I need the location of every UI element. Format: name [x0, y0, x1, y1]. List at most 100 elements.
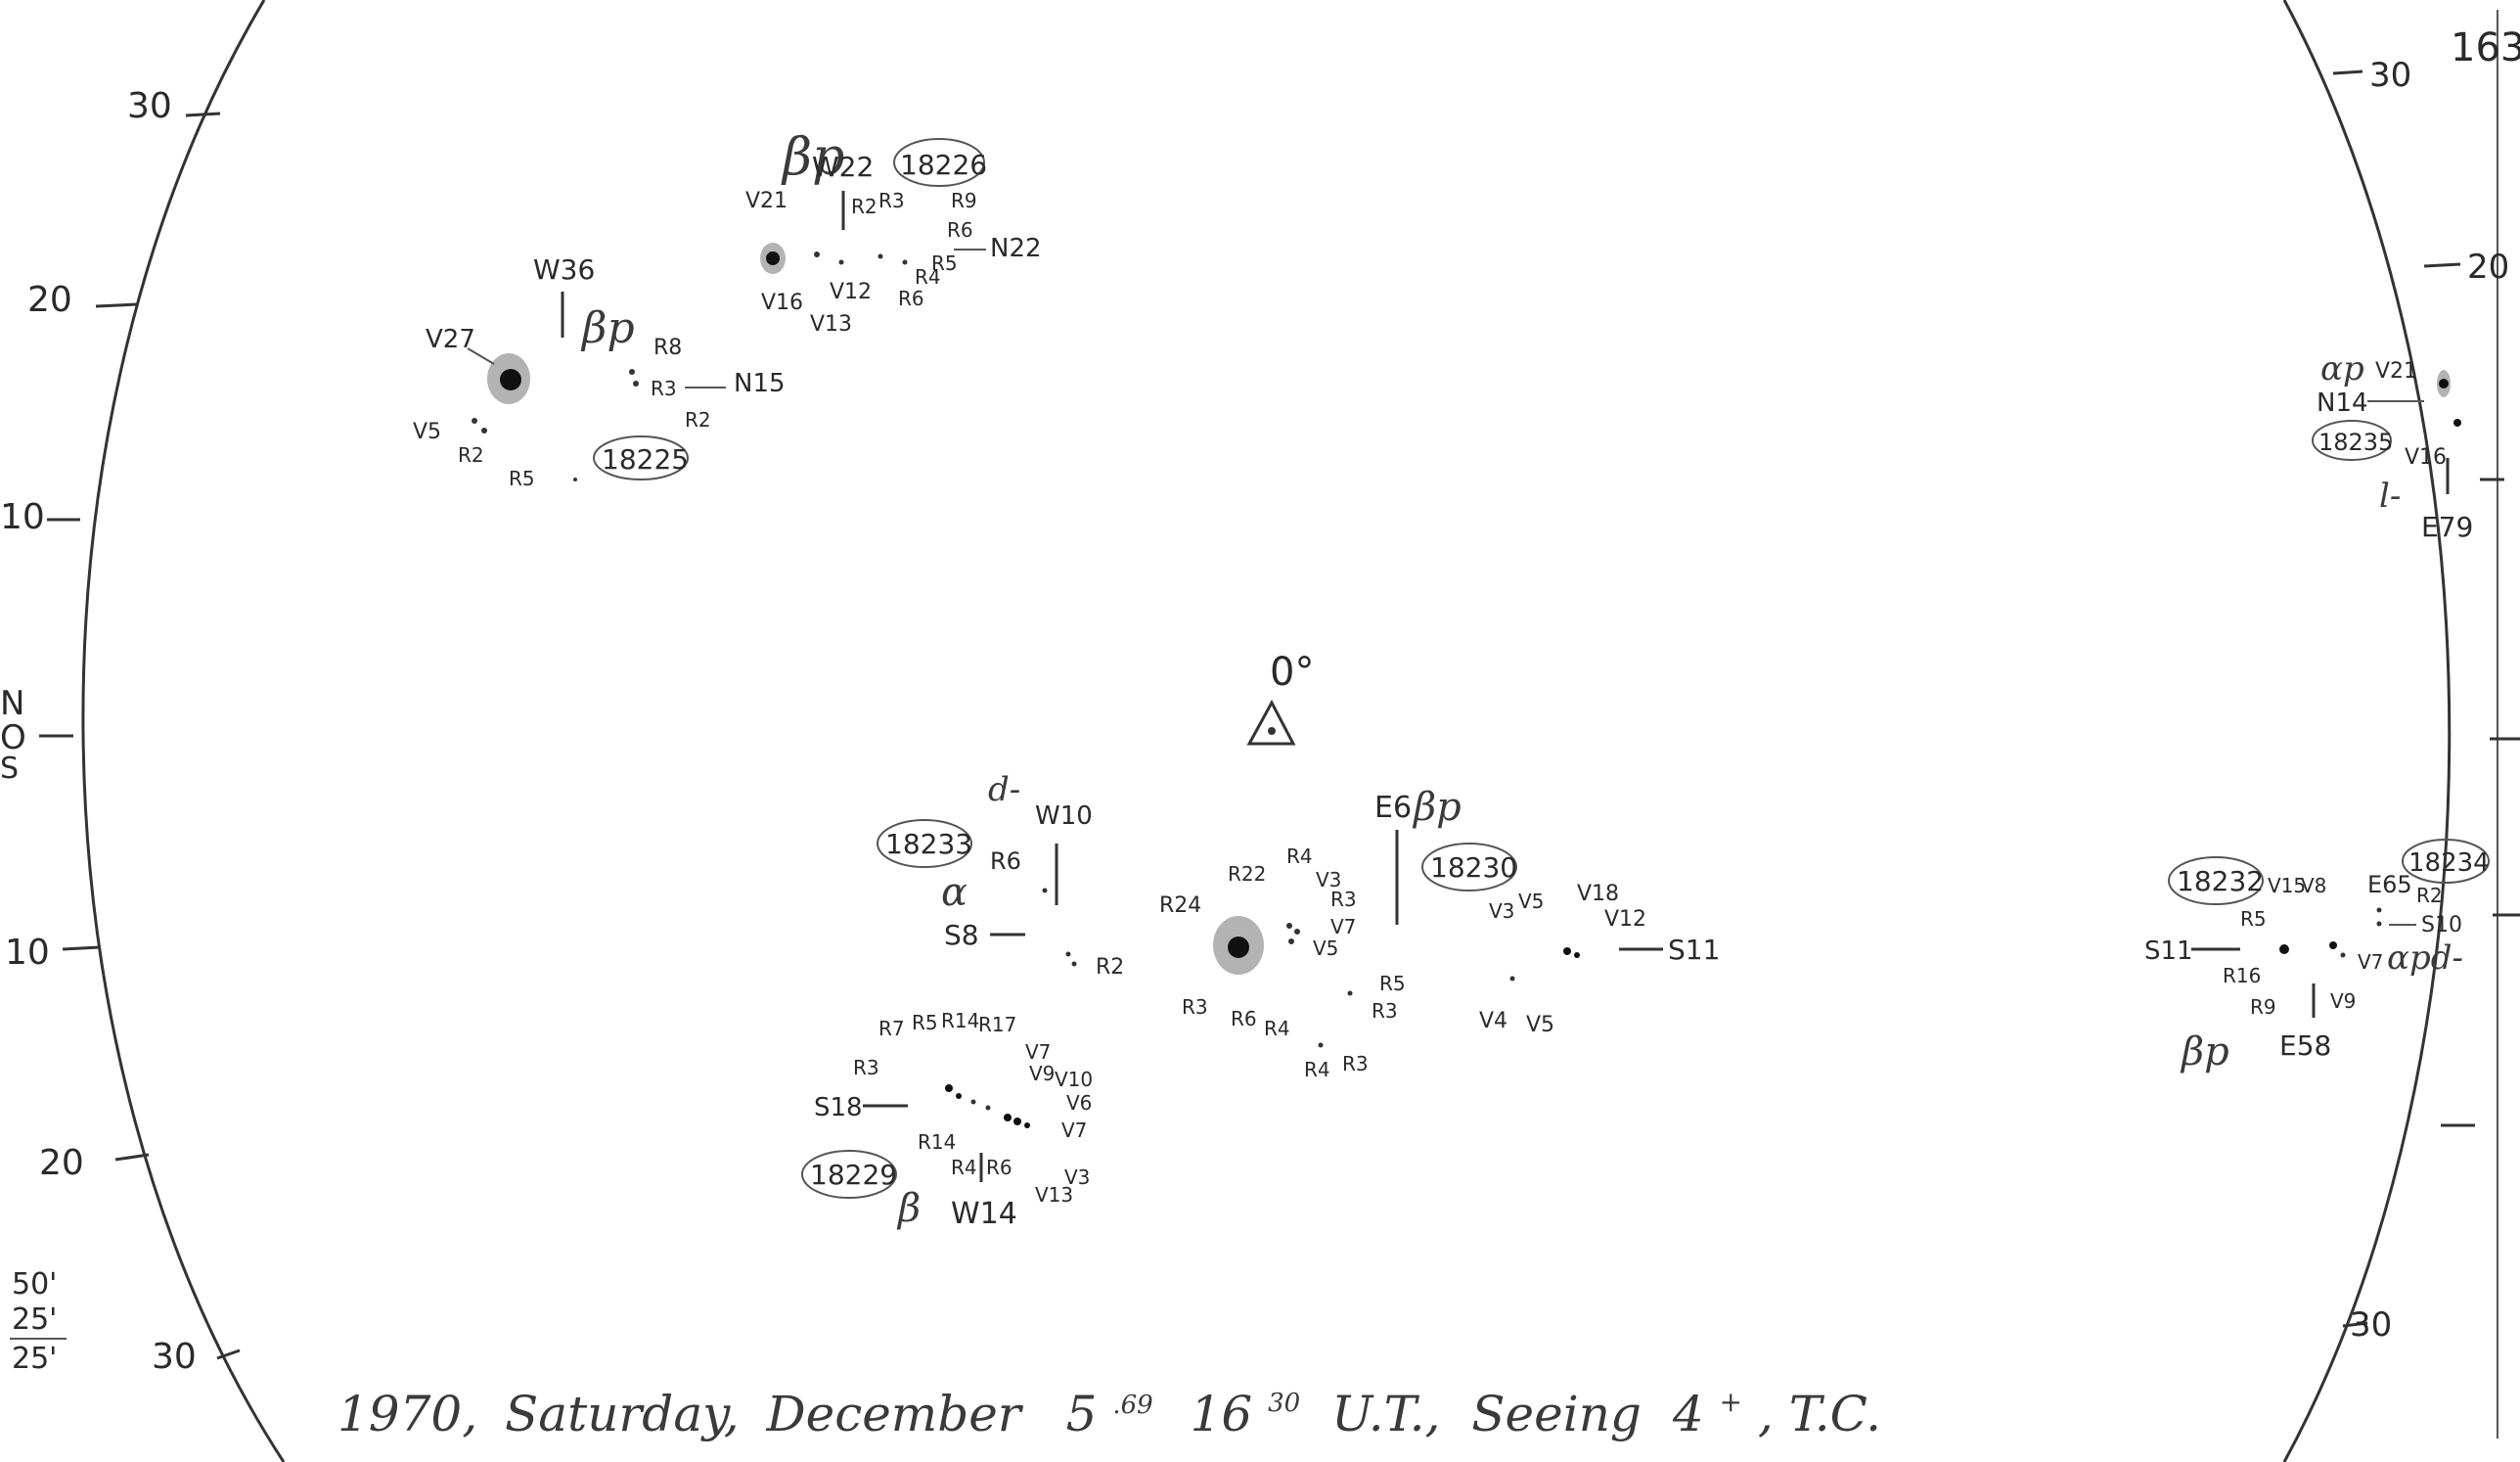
region-18234-pos: E65 — [2367, 871, 2412, 898]
region-18225: W36 βp V27 V5 R2 R5 R8 R3 N15 R2 18225 — [413, 253, 786, 490]
region-18229-r7: R7 — [878, 1017, 905, 1040]
right-latitude-scale: 30 20 30 — [2332, 56, 2520, 1345]
region-18230-r4b: R4 — [1264, 1017, 1290, 1040]
region-18234-class: αpd- — [2387, 938, 2463, 978]
region-18233-r2: R2 — [1096, 955, 1124, 980]
region-18226-r6: R6 — [947, 218, 973, 242]
region-18230-r22: R22 — [1228, 862, 1266, 886]
region-18229-r3: R3 — [853, 1056, 879, 1079]
left-latitude-scale: 30 20 10 N O S 10 20 30 — [0, 86, 241, 1377]
region-18229-v7: V7 — [1025, 1040, 1051, 1064]
region-18225-r2b: R2 — [685, 408, 711, 432]
region-18232-class: βp — [2180, 1029, 2229, 1074]
observation-caption: 1970, Saturday, December 5 .69 16 30 U.T… — [338, 1366, 1881, 1442]
region-18230-r3c: R3 — [1372, 999, 1398, 1023]
solar-limb-right — [2282, 0, 2452, 1462]
region-18229-r14b: R14 — [918, 1130, 956, 1154]
region-18230-r6: R6 — [1231, 1007, 1257, 1030]
left-mark-o: O — [0, 718, 26, 757]
region-18233-number: 18233 — [885, 828, 972, 860]
region-18232-pos: E58 — [2279, 1029, 2331, 1062]
region-unnumbered-v5: V5 — [1518, 890, 1544, 913]
region-18229-r6: R6 — [986, 1156, 1012, 1179]
solar-limb-left — [81, 0, 286, 1462]
caption-time-zone: U.T., — [1331, 1386, 1440, 1442]
region-18234-number: 18234 — [2408, 848, 2490, 878]
region-18235-v21: V21 — [2375, 359, 2417, 384]
region-18229-v9: V9 — [1029, 1062, 1055, 1085]
region-18230-r3d: R3 — [1342, 1052, 1369, 1075]
left-tick-label-20s: 20 — [39, 1143, 84, 1183]
region-18230-v5: V5 — [1313, 937, 1338, 960]
region-18233: d- W10 18233 R6 α S8 R2 — [877, 770, 1124, 980]
region-18233-s8: S8 — [944, 919, 979, 951]
left-tick-label-20n: 20 — [27, 280, 72, 320]
region-18235-class: αp — [2320, 349, 2364, 388]
region-unnumbered-v4: V4 — [1479, 1009, 1508, 1033]
region-18229-s18: S18 — [814, 1093, 863, 1122]
region-18229-pos: W14 — [951, 1197, 1017, 1231]
caption-day: 5 — [1066, 1386, 1098, 1442]
region-18234-s10: S10 — [2421, 913, 2462, 937]
scale-note-2: 25' — [12, 1302, 57, 1337]
region-18235-l: l- — [2379, 477, 2401, 516]
caption-observer: , T.C. — [1758, 1386, 1881, 1442]
caption-seeing-sup: + — [1720, 1386, 1742, 1418]
caption-time-min: 30 — [1268, 1389, 1300, 1418]
region-unnumbered-v3: V3 — [1489, 899, 1514, 923]
region-18226-r2: R2 — [851, 195, 878, 218]
region-18230-r3b: R3 — [1182, 995, 1208, 1019]
caption-seeing-label: Seeing — [1471, 1386, 1642, 1442]
region-18226-v13: V13 — [810, 312, 852, 337]
region-18234-r2: R2 — [2416, 884, 2443, 907]
region-18235-n14: N14 — [2317, 388, 2368, 418]
region-unnumbered-v12: V12 — [1604, 907, 1646, 932]
center-label: 0° — [1270, 650, 1314, 695]
region-18232-s11: S11 — [2144, 937, 2193, 966]
region-18230-r4: R4 — [1286, 845, 1313, 868]
region-18229-v3: V3 — [1064, 1165, 1090, 1189]
caption-line: 1970, Saturday, December 5 .69 16 30 U.T… — [338, 1366, 1881, 1442]
region-18226-number: 18226 — [900, 149, 987, 181]
region-18226: βp W22 18226 V21 V16 V12 V13 R2 R3 R9 R6… — [745, 128, 1042, 337]
region-18226-r6b: R6 — [898, 287, 924, 310]
region-18232-number: 18232 — [2177, 865, 2264, 897]
region-18226-v16: V16 — [761, 291, 803, 315]
region-18226-r3: R3 — [878, 189, 905, 212]
region-18226-r9: R9 — [951, 189, 977, 212]
left-tick-label-10n: 10 — [0, 497, 45, 537]
caption-month: December — [766, 1386, 1024, 1442]
region-18232-v8: V8 — [2301, 874, 2326, 897]
region-18235-v16: V16 — [2405, 445, 2447, 470]
region-unnumbered-s11: S11 — [1668, 934, 1720, 966]
region-18225-r5: R5 — [509, 467, 535, 490]
region-18230-v7: V7 — [1330, 915, 1356, 938]
caption-year: 1970, — [338, 1386, 477, 1442]
region-18229: R7 R5 R14 R17 R3 V7 V9 V10 V6 V7 V3 V13 … — [801, 1009, 1093, 1231]
right-tick-label-30n: 30 — [2369, 56, 2411, 95]
left-mark-s: S — [0, 752, 19, 786]
region-18226-v21: V21 — [745, 189, 788, 213]
region-18229-v13: V13 — [1035, 1183, 1073, 1207]
region-18225-class: βp — [580, 303, 635, 353]
region-18233-pos: W10 — [1035, 801, 1093, 831]
caption-time-hour: 16 — [1191, 1386, 1253, 1442]
region-18229-number: 18229 — [810, 1159, 897, 1191]
region-18230-r4c: R4 — [1304, 1058, 1330, 1081]
region-18230-r24: R24 — [1159, 893, 1201, 918]
region-18229-v7b: V7 — [1061, 1119, 1087, 1142]
region-unnumbered-v18: V18 — [1577, 882, 1619, 906]
region-18235: αp V21 N14 18235 V16 l- E79 — [2312, 349, 2473, 543]
region-18229-r14: R14 — [941, 1009, 979, 1032]
scale-note-3: 25' — [12, 1342, 57, 1376]
region-18232-r9: R9 — [2250, 995, 2276, 1019]
region-18226-n22: N22 — [990, 234, 1042, 263]
region-18229-r4: R4 — [951, 1156, 977, 1179]
region-18233-d: d- — [988, 770, 1020, 809]
region-18232-r16: R16 — [2223, 964, 2261, 987]
scale-note-1: 50' — [12, 1267, 57, 1302]
region-18225-r8: R8 — [653, 336, 682, 360]
scale-notes: 50' 25' 25' — [10, 1267, 67, 1376]
region-18229-r17: R17 — [978, 1013, 1016, 1036]
